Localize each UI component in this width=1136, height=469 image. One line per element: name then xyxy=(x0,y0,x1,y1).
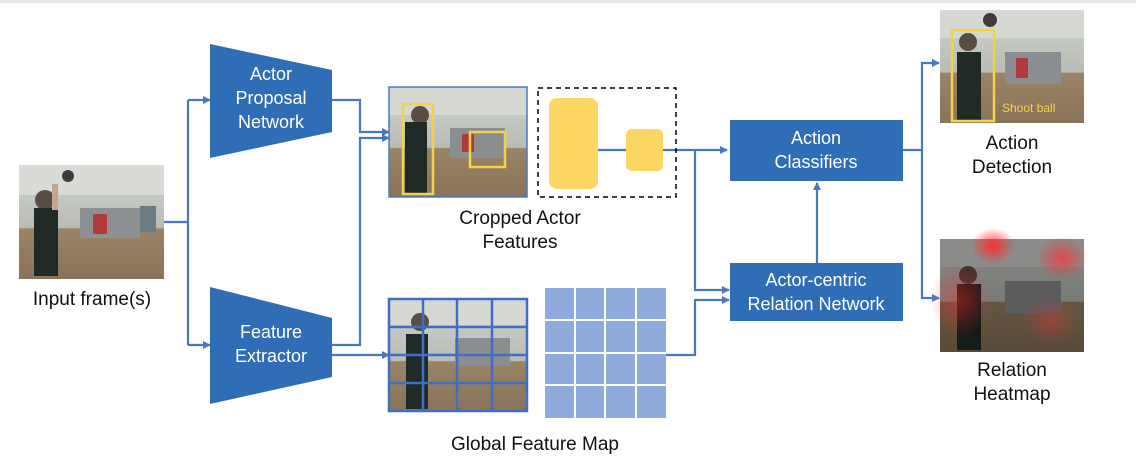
classifiers-line-1: Action xyxy=(791,128,841,148)
feature-extractor: Feature Extractor xyxy=(210,287,332,404)
actor-feature-small xyxy=(626,129,663,171)
detection-tag: Shoot ball xyxy=(1002,101,1055,115)
proposal-line-1: Actor xyxy=(250,64,292,84)
relation-line-2: Relation Network xyxy=(747,294,885,314)
arrow-map-to-relation xyxy=(666,296,730,357)
actor-bbox-secondary xyxy=(468,130,507,169)
global-map-label: Global Feature Map xyxy=(451,434,619,455)
input-frame-thumbnail xyxy=(19,165,164,279)
arrow-to-heatmap xyxy=(920,150,940,302)
detection-bbox xyxy=(950,28,996,123)
arrow-to-detection xyxy=(903,59,940,152)
cropped-label-line-2: Features xyxy=(482,232,558,253)
detection-label-line-1: Action xyxy=(985,133,1039,154)
arrow-extractor-to-crop xyxy=(332,134,390,347)
cropped-label-line-1: Cropped Actor xyxy=(459,208,581,229)
arrow-proposal-to-crop xyxy=(332,98,390,136)
actor-feature-container xyxy=(537,87,677,198)
action-detection-thumbnail: Shoot ball xyxy=(940,10,1084,123)
actor-bbox-main xyxy=(401,102,435,196)
extractor-line-2: Extractor xyxy=(235,346,307,366)
detection-label-line-2: Detection xyxy=(971,157,1053,178)
heatmap-label-line-1: Relation xyxy=(977,360,1047,381)
proposal-line-3: Network xyxy=(238,112,305,132)
feature-grid-icon xyxy=(545,288,666,418)
heatmap-label-line-2: Heatmap xyxy=(973,384,1051,405)
relation-line-1: Actor-centric xyxy=(765,270,866,290)
arrow-crop-to-relation xyxy=(693,150,730,294)
classifiers-line-2: Classifiers xyxy=(774,152,857,172)
actor-proposal-network: Actor Proposal Network xyxy=(210,44,332,158)
input-label: Input frame(s) xyxy=(32,289,152,310)
action-classifiers: Action Classifiers xyxy=(730,120,903,181)
actor-feature-tall xyxy=(549,98,598,189)
proposal-line-2: Proposal xyxy=(235,88,306,108)
extractor-line-1: Feature xyxy=(240,322,302,342)
heatmap-thumbnail xyxy=(930,228,1088,352)
cropped-actor-frame xyxy=(388,86,528,198)
global-frame-grid xyxy=(387,297,529,413)
relation-network: Actor-centric Relation Network xyxy=(730,263,903,321)
top-border xyxy=(0,0,1136,3)
